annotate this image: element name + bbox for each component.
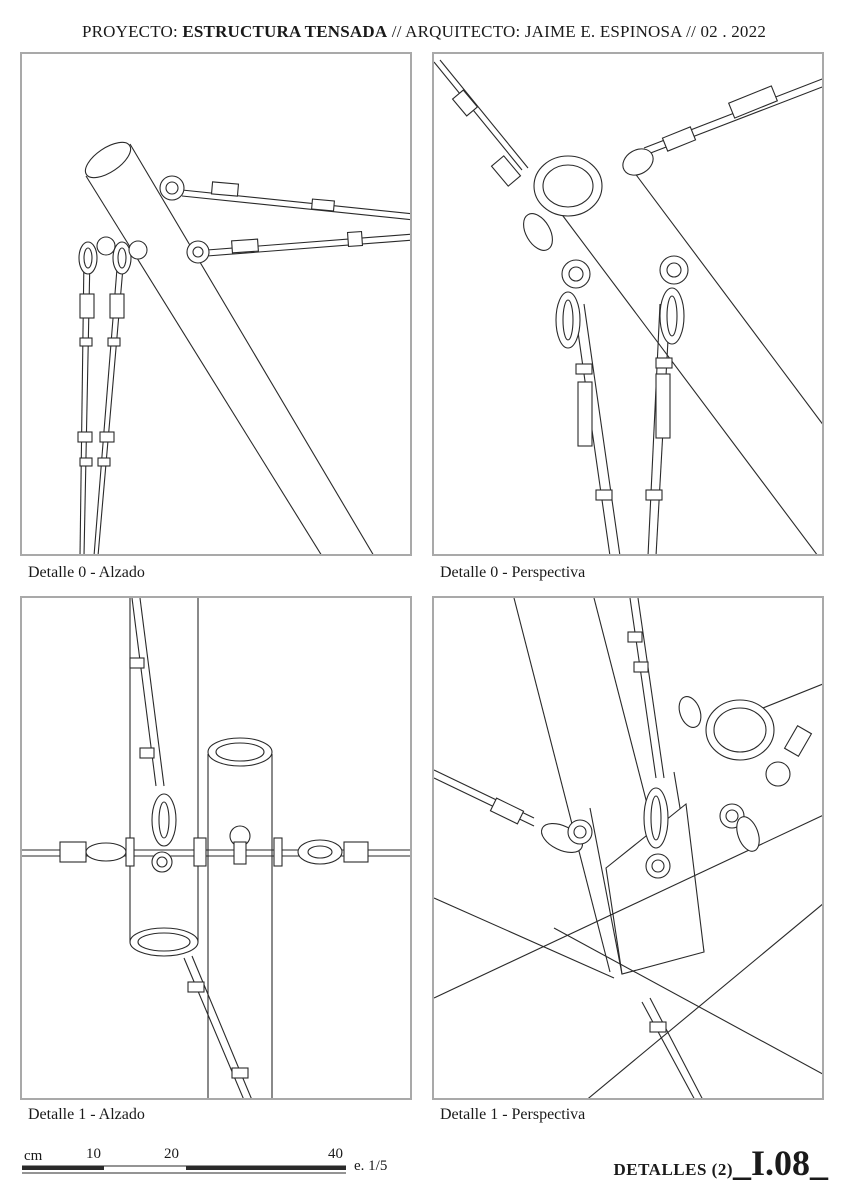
detail-1-perspective-drawing [434, 598, 822, 1098]
sheet-name: DETALLES (2) [613, 1160, 733, 1179]
header-separator: // [391, 22, 402, 41]
header-separator: // [686, 22, 697, 41]
detail-panel-0-elevation [20, 52, 412, 556]
panel-caption: Detalle 0 - Alzado [28, 564, 145, 581]
detail-panel-0-perspective [432, 52, 824, 556]
architect-label: ARQUITECTO: [405, 22, 521, 41]
sheet-code: I.08 [750, 1143, 810, 1183]
panel-caption: Detalle 0 - Perspectiva [440, 564, 586, 581]
detail-panel-1-perspective [432, 596, 824, 1100]
scale-tick-label: 20 [164, 1146, 179, 1162]
project-name: ESTRUCTURA TENSADA [182, 22, 388, 41]
panel-caption: Detalle 1 - Alzado [28, 1106, 145, 1123]
scale-unit-label: cm [24, 1148, 43, 1164]
detail-1-elevation-drawing [22, 598, 410, 1098]
scale-tick-label: 40 [328, 1146, 343, 1162]
scale-tick-label: 10 [86, 1146, 101, 1162]
scale-bar-graphic [22, 1165, 346, 1174]
project-label: PROYECTO: [81, 22, 178, 41]
sheet-header: PROYECTO: ESTRUCTURA TENSADA // ARQUITEC… [0, 22, 848, 42]
title-block: DETALLES (2)_I.08_ [613, 1143, 828, 1183]
panel-caption: Detalle 1 - Perspectiva [440, 1106, 586, 1123]
detail-0-elevation-drawing [77, 141, 410, 554]
detail-panel-1-elevation [20, 596, 412, 1100]
sheet-date: 02 . 2022 [700, 22, 767, 41]
architect-name: JAIME E. ESPINOSA [524, 22, 682, 41]
scale-ratio: e. 1/5 [354, 1158, 388, 1174]
detail-0-perspective-drawing [434, 59, 822, 554]
